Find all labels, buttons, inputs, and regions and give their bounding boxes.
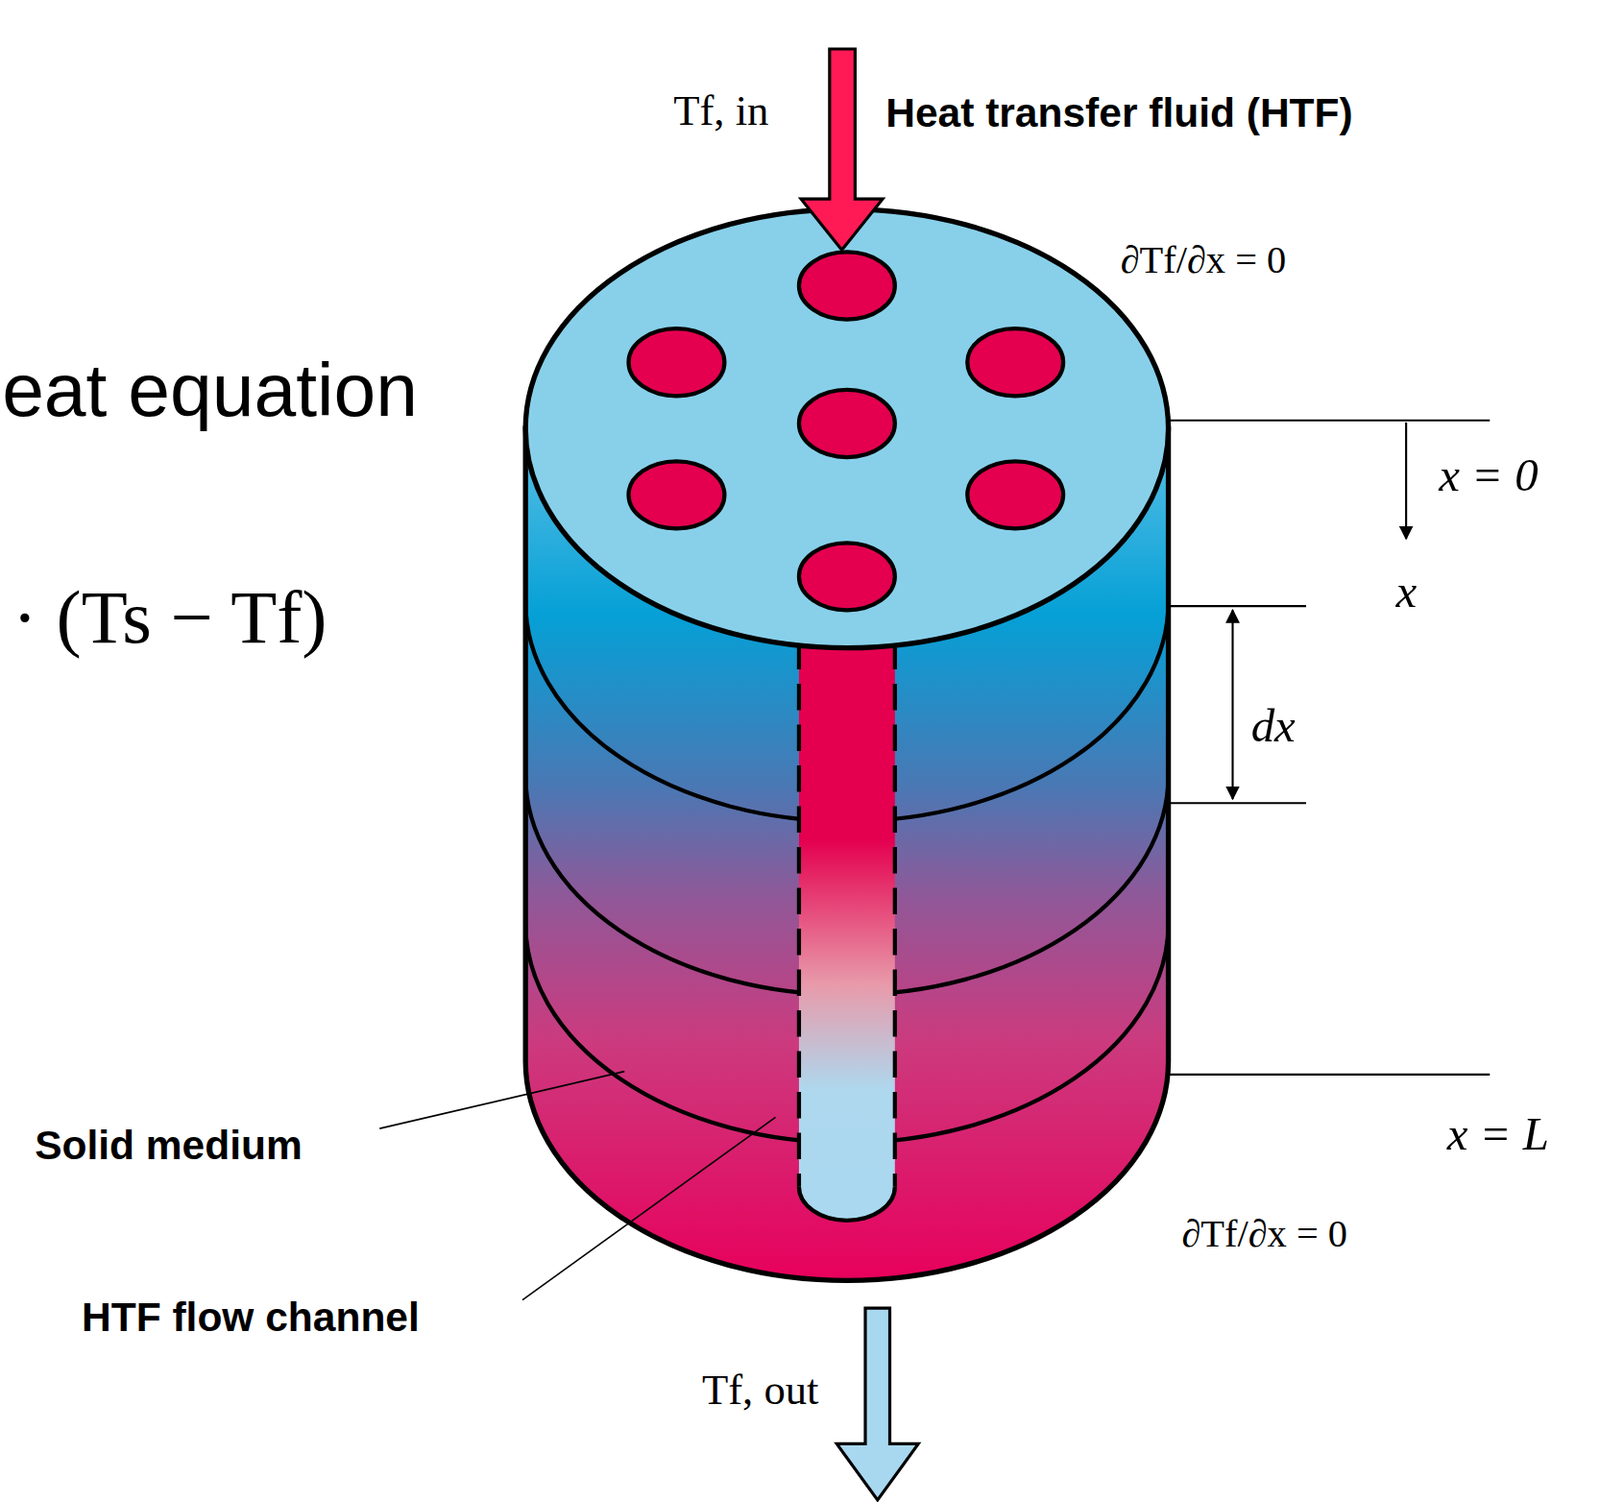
equation-fragment: · (Ts − Tf) xyxy=(12,576,328,659)
position-label: x = 0 xyxy=(1438,449,1539,502)
leader-lines xyxy=(379,1071,776,1301)
part-name: HTF flow channel xyxy=(81,1293,420,1339)
boundary-condition: ∂Tf/∂x = 0 xyxy=(1181,1212,1348,1256)
dimension-lines xyxy=(1168,420,1491,1075)
htf-title: Heat transfer fluid (HTF) xyxy=(885,90,1353,136)
htf-channel xyxy=(799,576,896,1220)
outlet-temperature: Tf, out xyxy=(702,1366,819,1414)
dimension-label: dx xyxy=(1251,701,1296,753)
axis-label: x xyxy=(1396,565,1418,618)
position-label: x = L xyxy=(1447,1109,1550,1162)
part-name: Solid medium xyxy=(34,1122,303,1168)
channel-holes xyxy=(629,251,1065,610)
channel-walls xyxy=(799,602,896,1188)
top-face xyxy=(525,209,1168,649)
boundary-condition: ∂Tf/∂x = 0 xyxy=(1120,239,1287,282)
heading-fragment: eat equation xyxy=(1,348,418,432)
channel-bottom xyxy=(799,1187,896,1221)
inlet-arrow xyxy=(800,48,883,250)
inlet-temperature: Tf, in xyxy=(673,86,769,134)
outlet-arrow xyxy=(836,1308,919,1501)
